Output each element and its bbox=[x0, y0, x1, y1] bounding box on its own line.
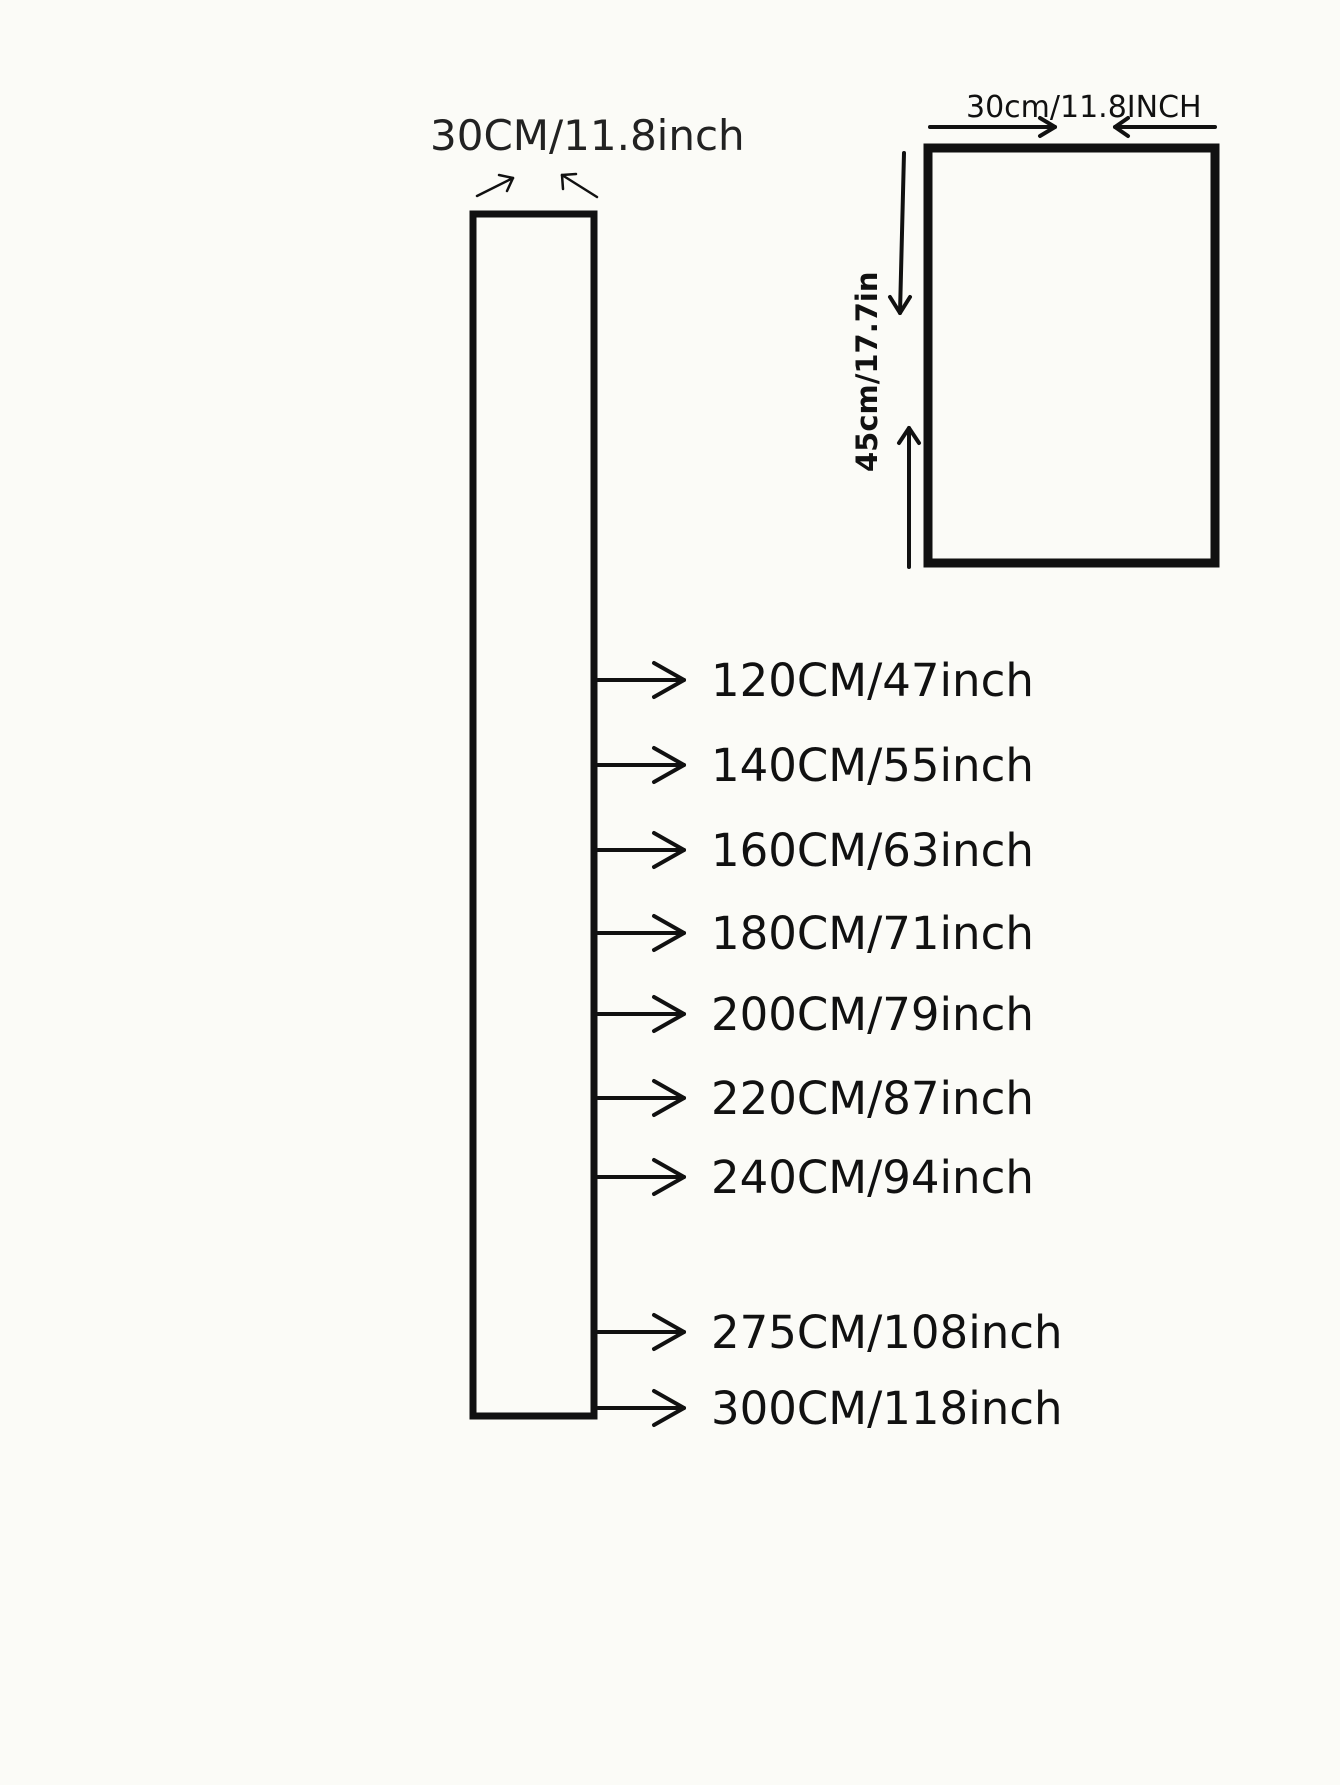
length-arrow-head bbox=[652, 1158, 686, 1196]
length-marker: 240CM/94inch bbox=[596, 1151, 1034, 1204]
length-arrow-head bbox=[652, 661, 686, 699]
length-label: 180CM/71inch bbox=[711, 907, 1034, 960]
length-label: 200CM/79inch bbox=[711, 988, 1034, 1041]
length-label: 220CM/87inch bbox=[711, 1072, 1034, 1125]
length-arrow-head bbox=[652, 1389, 686, 1427]
length-marker: 180CM/71inch bbox=[596, 907, 1034, 960]
small-panel-width-arrows bbox=[928, 116, 1217, 138]
small-panel-rectangle bbox=[923, 143, 1220, 568]
length-arrow-head bbox=[652, 1313, 686, 1351]
length-marker: 120CM/47inch bbox=[596, 654, 1034, 707]
length-marker: 300CM/118inch bbox=[596, 1382, 1062, 1435]
length-arrow-head bbox=[652, 1079, 686, 1117]
length-label: 240CM/94inch bbox=[711, 1151, 1034, 1204]
length-markers: 120CM/47inch 140CM/55inch 160CM/63inch 180C… bbox=[596, 654, 1062, 1435]
length-arrow-head bbox=[652, 914, 686, 952]
length-label: 140CM/55inch bbox=[711, 739, 1034, 792]
length-arrow-head bbox=[652, 995, 686, 1033]
small-panel-height-arrows bbox=[888, 151, 921, 569]
long-panel-width-label: 30CM/11.8inch bbox=[430, 111, 745, 160]
length-marker: 160CM/63inch bbox=[596, 824, 1034, 877]
long-panel-width-arrows bbox=[475, 172, 599, 199]
length-label: 160CM/63inch bbox=[711, 824, 1034, 877]
length-marker: 140CM/55inch bbox=[596, 739, 1034, 792]
long-panel-rectangle bbox=[469, 210, 598, 1420]
length-marker: 200CM/79inch bbox=[596, 988, 1034, 1041]
length-label: 120CM/47inch bbox=[711, 654, 1034, 707]
length-label: 275CM/108inch bbox=[711, 1306, 1062, 1359]
length-arrow-head bbox=[652, 831, 686, 869]
length-marker: 220CM/87inch bbox=[596, 1072, 1034, 1125]
small-panel-width-label: 30cm/11.8INCH bbox=[966, 90, 1202, 125]
length-arrow-head bbox=[652, 746, 686, 784]
small-panel: 30cm/11.8INCH 45cm/17.7in bbox=[850, 90, 1220, 569]
small-panel-height-label: 45cm/17.7in bbox=[850, 272, 884, 473]
length-marker: 275CM/108inch bbox=[596, 1306, 1062, 1359]
long-panel: 30CM/11.8inch 120CM/47inch 140CM/55inch 16… bbox=[430, 111, 1062, 1435]
length-label: 300CM/118inch bbox=[711, 1382, 1062, 1435]
